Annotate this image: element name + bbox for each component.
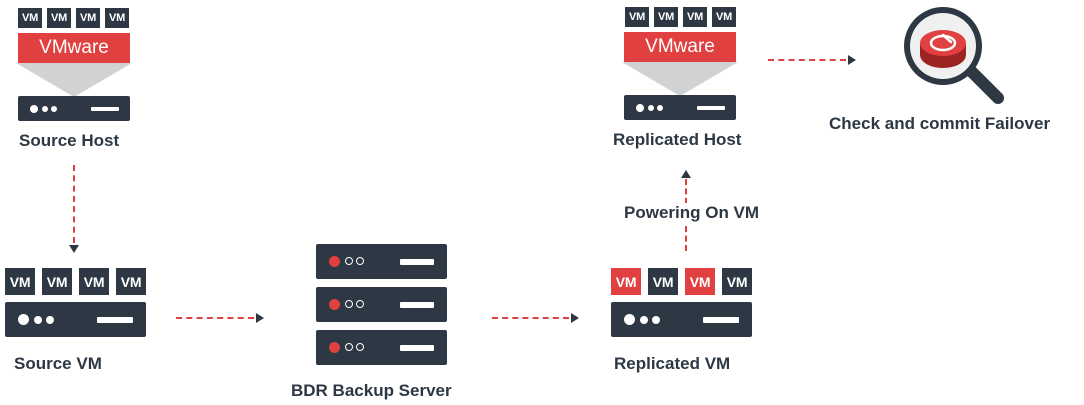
vm-chip-icon: VM [76,8,100,28]
vm-chip-icon: VM [79,268,109,295]
magnifier-failover-icon [904,7,1004,104]
funnel-shape [622,62,738,96]
arrow-right-icon [848,55,856,65]
replicated-vm-label: Replicated VM [614,354,731,373]
vm-chip-icon: VM [648,268,678,295]
server-icon [5,302,146,337]
arrow-up-icon [681,170,691,178]
arrow-down-icon [69,245,79,253]
check-and-commit-failover-label: Check and commit Failover [829,114,1051,133]
server-icon [316,287,447,322]
vm-chip-icon: VM [18,8,42,28]
replicated-host-label: Replicated Host [613,130,742,149]
server-icon [611,302,752,337]
vm-chip-icon: VM [683,7,707,27]
server-icon [316,330,447,365]
vmware-banner: VMware [18,33,130,63]
connector-line [73,165,75,243]
funnel-shape [16,63,132,97]
source-vm-label: Source VM [14,354,102,373]
source-host-label: Source Host [19,131,120,150]
vm-chip-icon: VM [712,7,736,27]
vm-chip-icon: VM [42,268,72,295]
bdr-backup-server-label: BDR Backup Server [291,381,452,400]
vm-chip-icon: VM [5,268,35,295]
powering-on-vm-label: Powering On VM [622,203,762,223]
server-icon [624,95,736,120]
vm-chip-icon: VM [116,268,146,295]
vm-chip-icon: VM [625,7,649,27]
connector-line [176,317,254,319]
arrow-right-icon [256,313,264,323]
vm-chip-icon: VM [685,268,715,295]
server-icon [18,96,130,121]
arrow-right-icon [571,313,579,323]
vm-chip-icon: VM [654,7,678,27]
vm-chip-icon: VM [47,8,71,28]
vm-chip-icon: VM [722,268,752,295]
vm-chip-icon: VM [611,268,641,295]
connector-line [768,59,846,61]
server-icon [316,244,447,279]
connector-line [492,317,569,319]
vm-chip-icon: VM [105,8,129,28]
vmware-banner: VMware [624,32,736,62]
